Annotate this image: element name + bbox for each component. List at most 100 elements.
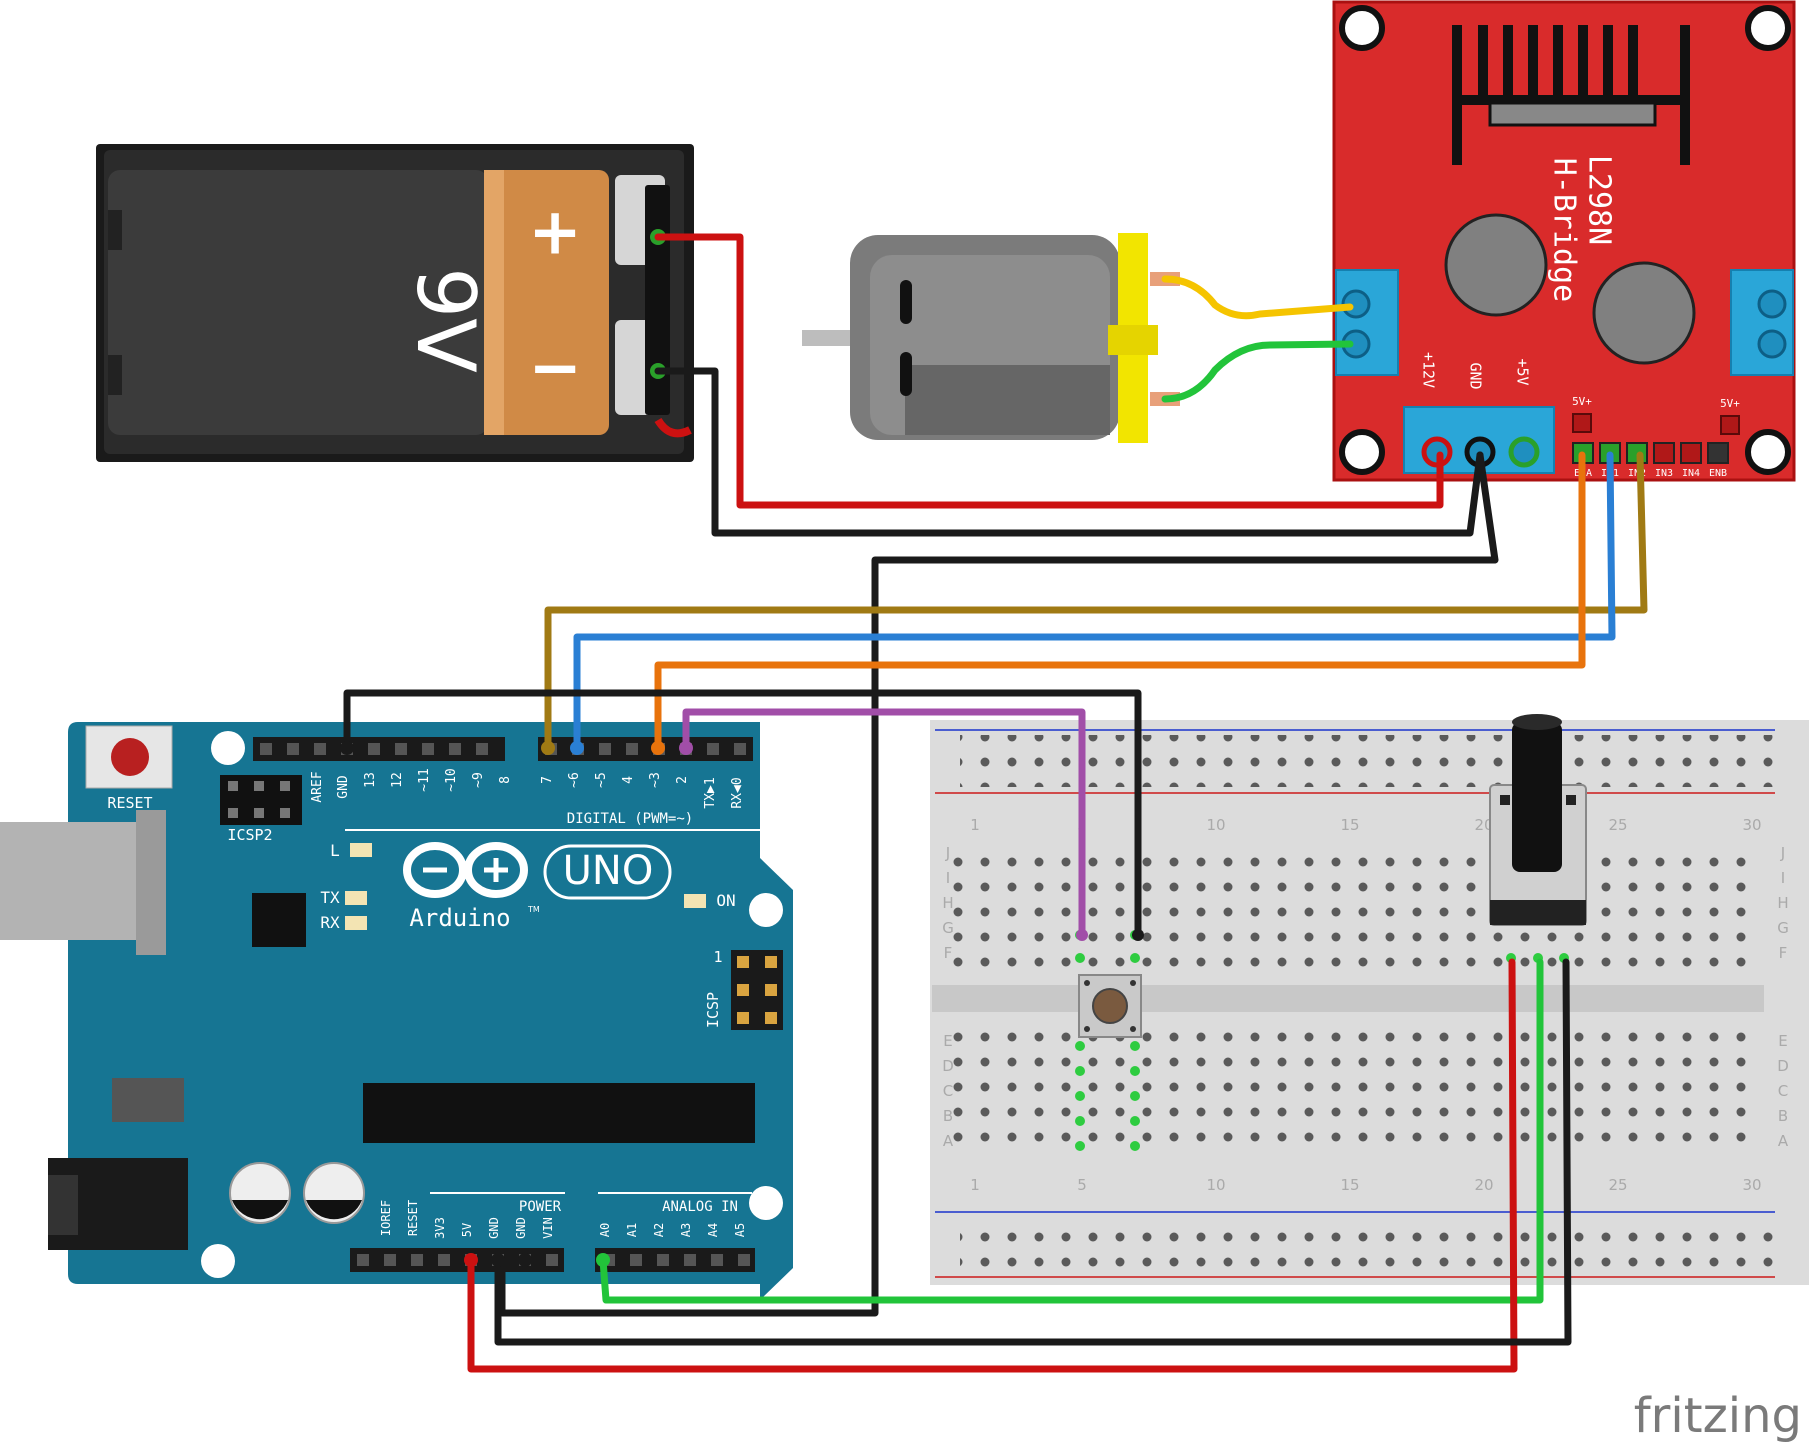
row-label-h-right: H (1777, 894, 1788, 912)
wire-a0-to-pot-wiper (599, 958, 1544, 1304)
power-label: POWER (519, 1199, 562, 1215)
led-l-label: L (330, 841, 340, 860)
battery-plus: + (528, 196, 582, 270)
pin-label-3v3: 3V3 (433, 1217, 447, 1239)
fritzing-watermark: fritzing (1634, 1388, 1802, 1444)
pin-label-5: ~5 (594, 772, 609, 788)
pin-label-ioref: IOREF (379, 1200, 393, 1236)
wire-motor-to-terminal-yellow (1161, 275, 1354, 320)
power-rail-bottom (960, 1218, 1775, 1270)
pin-label-2: 2 (675, 776, 690, 784)
on-label: ON (716, 891, 735, 910)
usb-chip (252, 893, 306, 947)
icsp2-label: ICSP2 (227, 826, 272, 844)
row-label-e: E (943, 1032, 952, 1050)
row-label-c: C (943, 1082, 953, 1100)
pin-label-8: 8 (498, 776, 513, 784)
led-l (350, 843, 372, 857)
digital-label: DIGITAL (PWM=~) (567, 811, 693, 827)
pin-label-11: ~11 (417, 768, 432, 791)
row-label-b: B (943, 1107, 953, 1125)
capacitor-1 (1444, 213, 1548, 317)
pin-label-5v: 5V (460, 1223, 474, 1237)
potentiometer (1489, 714, 1587, 926)
row-label-c-right: C (1778, 1082, 1788, 1100)
dc-motor (802, 233, 1180, 443)
row-label-g: G (942, 919, 954, 937)
wire-in2-to-pin3 (654, 451, 1586, 752)
row-label-a: A (943, 1132, 954, 1150)
col-label-1: 1 (970, 816, 980, 834)
wire-pin2-to-button (682, 708, 1086, 939)
pushbutton (1078, 974, 1142, 1038)
row-label-f-right: F (1779, 944, 1788, 962)
power-rail-top (960, 735, 1775, 787)
battery-9v: 9V + − (96, 144, 694, 462)
col-label-15: 15 (1340, 816, 1359, 834)
row-label-j: J (945, 844, 950, 862)
pin-label-a1: A1 (625, 1223, 639, 1237)
header-in4: IN4 (1682, 468, 1700, 479)
row-label-g-right: G (1777, 919, 1789, 937)
pin-label-a0: A0 (598, 1223, 612, 1237)
pin-label-3: ~3 (648, 772, 663, 788)
row-label-i-right: I (1781, 869, 1785, 887)
pin-label-a4: A4 (706, 1223, 720, 1237)
pin-label-7: 7 (540, 776, 555, 784)
wire-end-markers (340, 741, 1144, 1267)
col-label-1-bottom: 1 (970, 1176, 980, 1194)
pin-label-10: ~10 (444, 768, 459, 791)
row-label-f: F (944, 944, 953, 962)
col-label-10: 10 (1206, 816, 1225, 834)
pin-label-gnd-1: GND (487, 1217, 501, 1239)
uno-badge (543, 844, 672, 900)
battery-label: 9V (399, 267, 492, 373)
icsp-pin1-label: 1 (713, 948, 722, 966)
pin-label-aref: AREF (310, 771, 325, 802)
led-rx (345, 916, 367, 930)
icsp-label: ICSP (704, 992, 722, 1028)
wire-hbridge-gnd-to-arduino (498, 451, 1499, 1317)
capacitor-2 (1592, 261, 1696, 365)
header-in3: IN3 (1655, 468, 1673, 479)
voltage-regulator (112, 1078, 184, 1122)
led-tx (345, 891, 367, 905)
analog-header (595, 1248, 755, 1272)
wire-ena-to-pin7 (544, 451, 1648, 752)
col-label-25-bottom: 25 (1608, 1176, 1627, 1194)
wire-arduino-gnd-to-button (343, 689, 1142, 939)
row-label-e-right: E (1778, 1032, 1787, 1050)
wire-gnd-to-pot (494, 958, 1572, 1346)
brand-label: Arduino (409, 904, 510, 932)
terminal-motor-a (1335, 269, 1399, 376)
battery-minus: − (528, 332, 582, 406)
hbridge-name-label: H-Bridge (1547, 158, 1582, 303)
led-on (684, 894, 706, 908)
row-label-d: D (942, 1057, 954, 1075)
col-label-15-bottom: 15 (1340, 1176, 1359, 1194)
header-enb: ENB (1709, 468, 1727, 479)
pin-label-4: 4 (621, 776, 636, 784)
wire-in1-to-pin6 (573, 451, 1616, 752)
wire-5v-to-pot (467, 958, 1518, 1373)
pin-label-a5: A5 (733, 1223, 747, 1237)
hbridge-terminal-5v: +5V (1514, 358, 1532, 385)
terminal-strip-top (950, 842, 1760, 967)
tm-label: TM (527, 905, 540, 914)
row-label-i: I (946, 869, 950, 887)
wire-battery-minus-to-gnd (654, 367, 1484, 537)
hbridge-terminal-12v: +12V (1420, 352, 1438, 388)
row-label-a-right: A (1778, 1132, 1789, 1150)
pin-label-a2: A2 (652, 1223, 666, 1237)
row-label-j-right: J (1780, 844, 1785, 862)
row-label-h: H (942, 894, 953, 912)
col-label-25: 25 (1608, 816, 1627, 834)
analog-label: ANALOG IN (662, 1199, 738, 1215)
row-label-b-right: B (1778, 1107, 1788, 1125)
terminal-strip-bottom (950, 1030, 1760, 1155)
arduino-logo-icon (403, 842, 528, 898)
col-label-20: 20 (1474, 816, 1493, 834)
col-label-5-bottom: 5 (1077, 1176, 1087, 1194)
pin-label-tx: TX▶1 (703, 777, 718, 808)
reset-label: RESET (107, 794, 152, 812)
